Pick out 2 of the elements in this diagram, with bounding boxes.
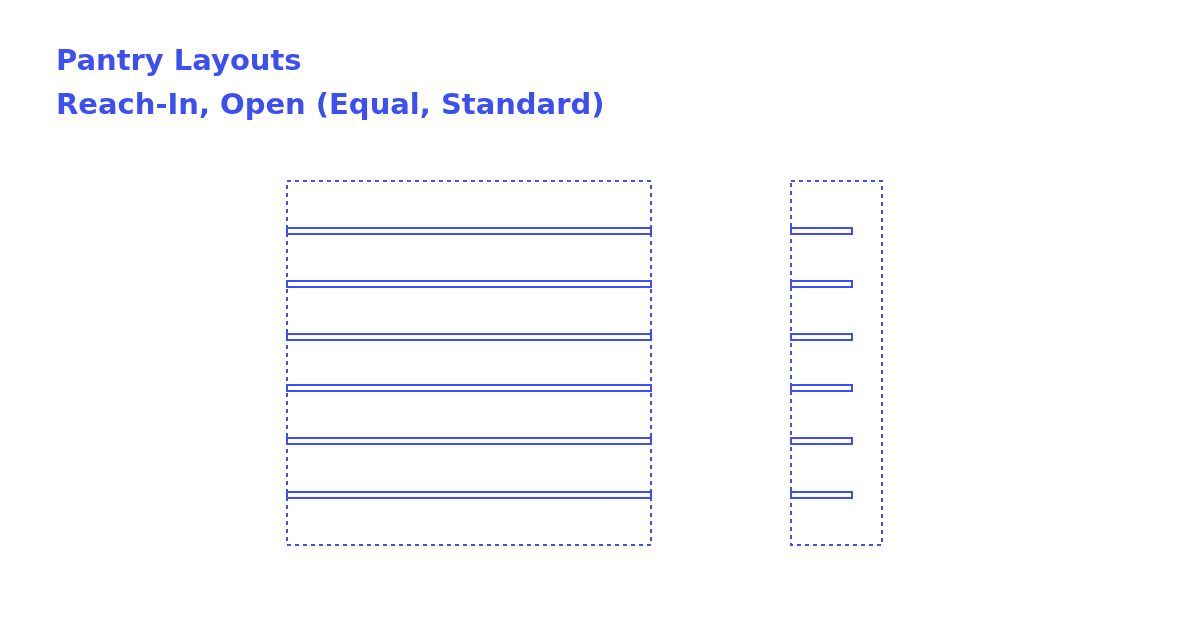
subtitle: Reach-In, Open (Equal, Standard)	[56, 87, 605, 121]
title: Pantry Layouts	[56, 43, 302, 77]
